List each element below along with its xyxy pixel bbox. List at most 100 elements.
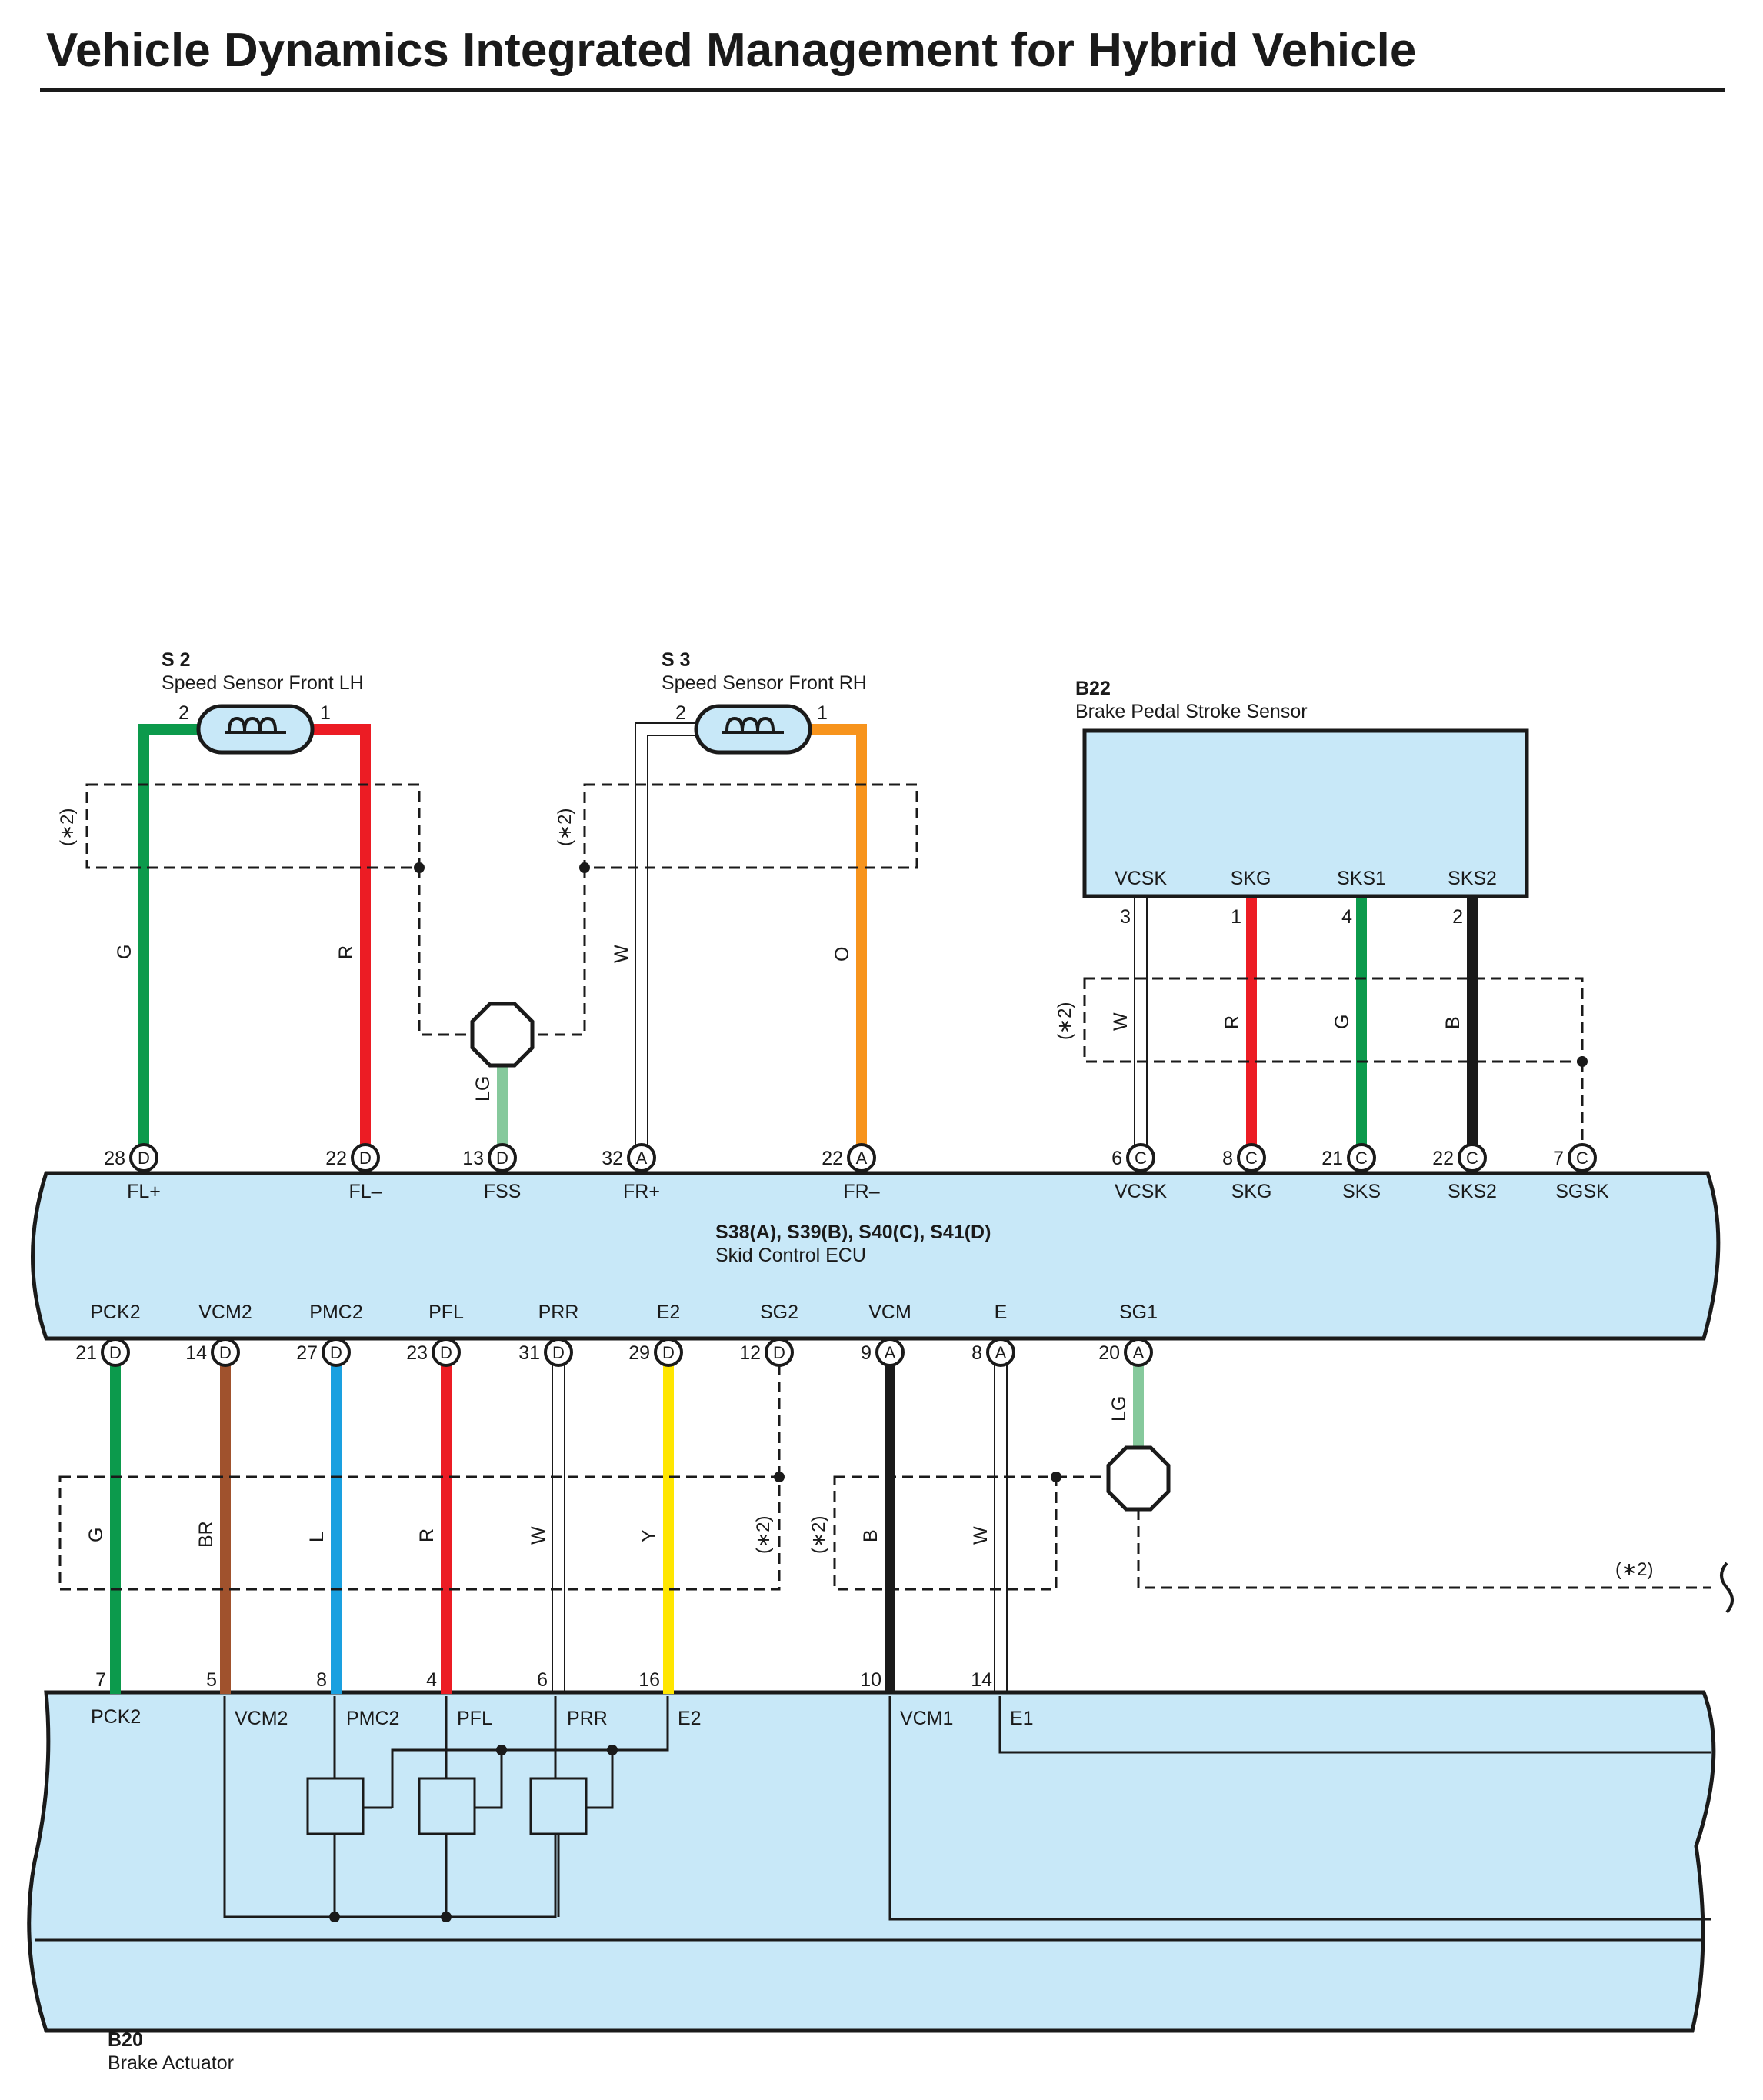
connector-circle: [211, 1338, 240, 1367]
connector-circle: [101, 1338, 130, 1367]
junction-s2-shield: [414, 862, 425, 873]
actuator-internal-wiring: [223, 1696, 1711, 1921]
ecu-code: S38(A), S39(B), S40(C), S41(D): [715, 1222, 991, 1243]
wire-prr-w: [552, 1365, 565, 1694]
connector-letter: D: [219, 1343, 232, 1362]
connector-letter: A: [885, 1343, 896, 1362]
connector-circle: [129, 1143, 158, 1172]
shield-ground-octagon-upper: [470, 1002, 535, 1068]
actuator-term: PRR: [567, 1708, 608, 1729]
pin-number: 22: [1432, 1148, 1454, 1169]
pin-number: 21: [1321, 1148, 1343, 1169]
ecu-name: Skid Control ECU: [715, 1245, 866, 1266]
terminal-label: FL–: [348, 1181, 382, 1202]
connector-circle: [847, 1143, 876, 1172]
pin-number: 22: [325, 1148, 347, 1169]
terminal-label: VCM: [868, 1302, 911, 1323]
terminal-label: PMC2: [309, 1302, 362, 1323]
shield-s2: [85, 783, 471, 1036]
connector-letter: A: [636, 1148, 648, 1168]
pin-number: 14: [185, 1342, 207, 1364]
shield-label-lower-left: (∗2): [753, 1516, 774, 1554]
actuator-term: VCM2: [235, 1708, 288, 1729]
shield-lower-right-lead: [1137, 1509, 1711, 1589]
b22-pin-4: 4: [1341, 906, 1352, 928]
wire-label: R: [1221, 1015, 1243, 1029]
terminal-label: SG2: [760, 1302, 798, 1323]
junction-lower-mid-shield: [1051, 1472, 1061, 1482]
connector-circle: [1458, 1143, 1487, 1172]
connector-letter: D: [440, 1343, 452, 1362]
wire-break-symbol: [1720, 1562, 1734, 1614]
terminal-label: VCM2: [198, 1302, 252, 1323]
actuator-term: E2: [678, 1708, 702, 1729]
ecu-bottom-terminal-e: A8E: [971, 1302, 1015, 1367]
pin-number: 27: [296, 1342, 318, 1364]
b22-term-vcsk: VCSK: [1115, 868, 1167, 889]
shield-label-b22: (∗2): [1055, 1002, 1075, 1040]
shield-label-s3: (∗2): [555, 808, 575, 846]
wire-label: LG: [1108, 1396, 1130, 1422]
wire-label: BR: [195, 1521, 217, 1548]
shield-lower-left: [58, 1365, 781, 1591]
s3-sensor: [694, 704, 812, 755]
connector-letter: C: [1245, 1148, 1258, 1168]
connector-circle: [654, 1338, 683, 1367]
connector-circle: [1347, 1143, 1376, 1172]
junction-lower-left-shield: [774, 1472, 785, 1482]
terminal-label: SKS: [1342, 1181, 1381, 1202]
terminal-label: FSS: [484, 1181, 522, 1202]
terminal-label: SGSK: [1555, 1181, 1609, 1202]
upper-wire-color-labels: G R LG W O W R G B: [114, 945, 1464, 1102]
terminal-label: FR+: [623, 1181, 660, 1202]
wire-label: W: [1110, 1012, 1131, 1031]
b22-term-sks1: SKS1: [1337, 868, 1386, 889]
connector-letter: C: [1576, 1148, 1588, 1168]
s2-name: Speed Sensor Front LH: [162, 672, 364, 694]
wire-label: G: [1331, 1015, 1353, 1029]
wire-label: W: [611, 945, 632, 963]
wire-label: LG: [472, 1076, 494, 1102]
b22-sensor-box: [1082, 728, 1529, 898]
wire-label: O: [832, 947, 853, 962]
connector-circle: [322, 1338, 351, 1367]
actuator-pin: 14: [971, 1669, 992, 1691]
s2-pin-right: 1: [320, 702, 331, 724]
b22-name: Brake Pedal Stroke Sensor: [1075, 701, 1308, 722]
s3-code: S 3: [662, 649, 691, 671]
s2-pin-left: 2: [178, 702, 189, 724]
connector-letter: A: [1133, 1343, 1145, 1362]
connector-circle: [875, 1338, 905, 1367]
pin-number: 32: [602, 1148, 623, 1169]
actuator-pin: 5: [206, 1669, 217, 1691]
terminal-label: VCSK: [1115, 1181, 1167, 1202]
connector-letter: A: [856, 1148, 868, 1168]
wire-label: Y: [638, 1529, 660, 1542]
actuator-body: [27, 1690, 1716, 2033]
connector-letter: D: [496, 1148, 508, 1168]
pin-number: 31: [518, 1342, 540, 1364]
ecu-bottom-terminals: D21PCK2D14VCM2D27PMC2D23PFLD31PRRD29E2D1…: [75, 1302, 1158, 1367]
pin-number: 28: [104, 1148, 125, 1169]
connector-circle: [488, 1143, 517, 1172]
wire-label: W: [970, 1526, 991, 1545]
shield-lower-mid: [833, 1475, 1108, 1591]
actuator-term: PCK2: [91, 1706, 141, 1728]
pin-number: 7: [1553, 1148, 1564, 1169]
wire-label: B: [1442, 1016, 1464, 1029]
connector-circle: [432, 1338, 461, 1367]
connector-circle: [1126, 1143, 1155, 1172]
ecu-body: [31, 1171, 1721, 1341]
